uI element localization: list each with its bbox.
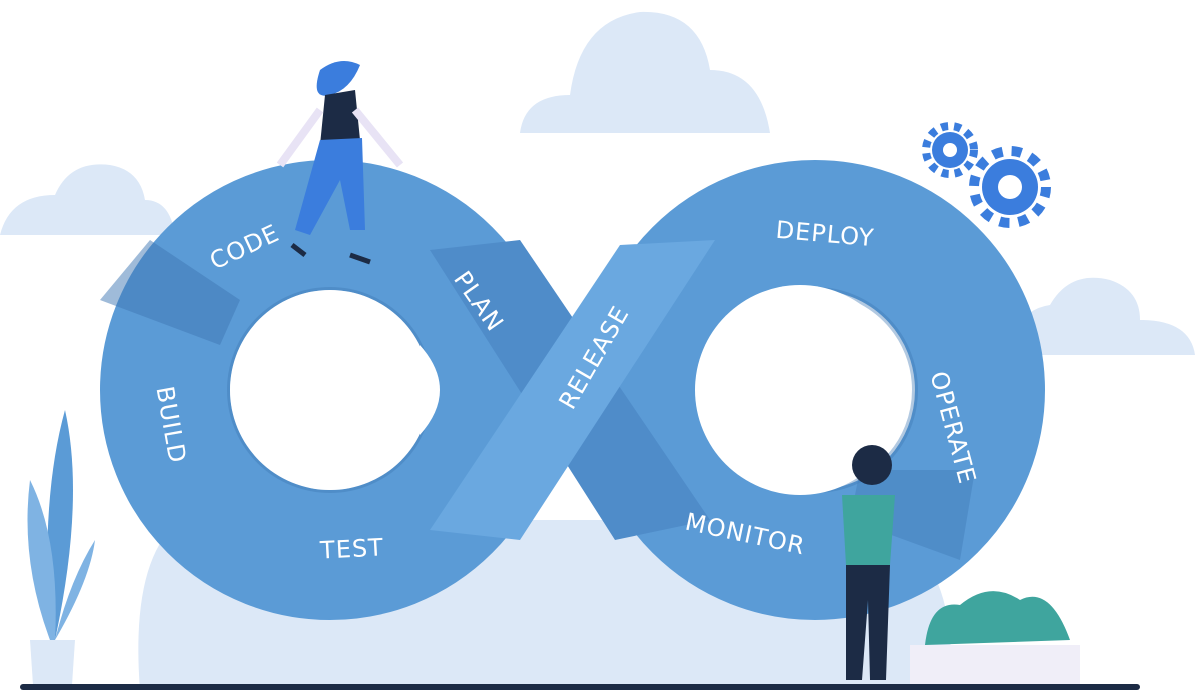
cloud-left (0, 164, 175, 235)
cd-label: CD (740, 349, 843, 426)
plant-left (27, 410, 95, 685)
cloud-right (1010, 277, 1195, 355)
gear-icon (922, 122, 1051, 228)
ground-line (20, 684, 1140, 690)
stage-test: TEST (318, 533, 384, 564)
ci-label: CI (296, 349, 369, 426)
person-woman (276, 61, 404, 265)
infinity-loop (100, 160, 1045, 620)
cloud-top (520, 11, 770, 133)
plant-right (910, 591, 1080, 685)
person-man (842, 445, 895, 680)
